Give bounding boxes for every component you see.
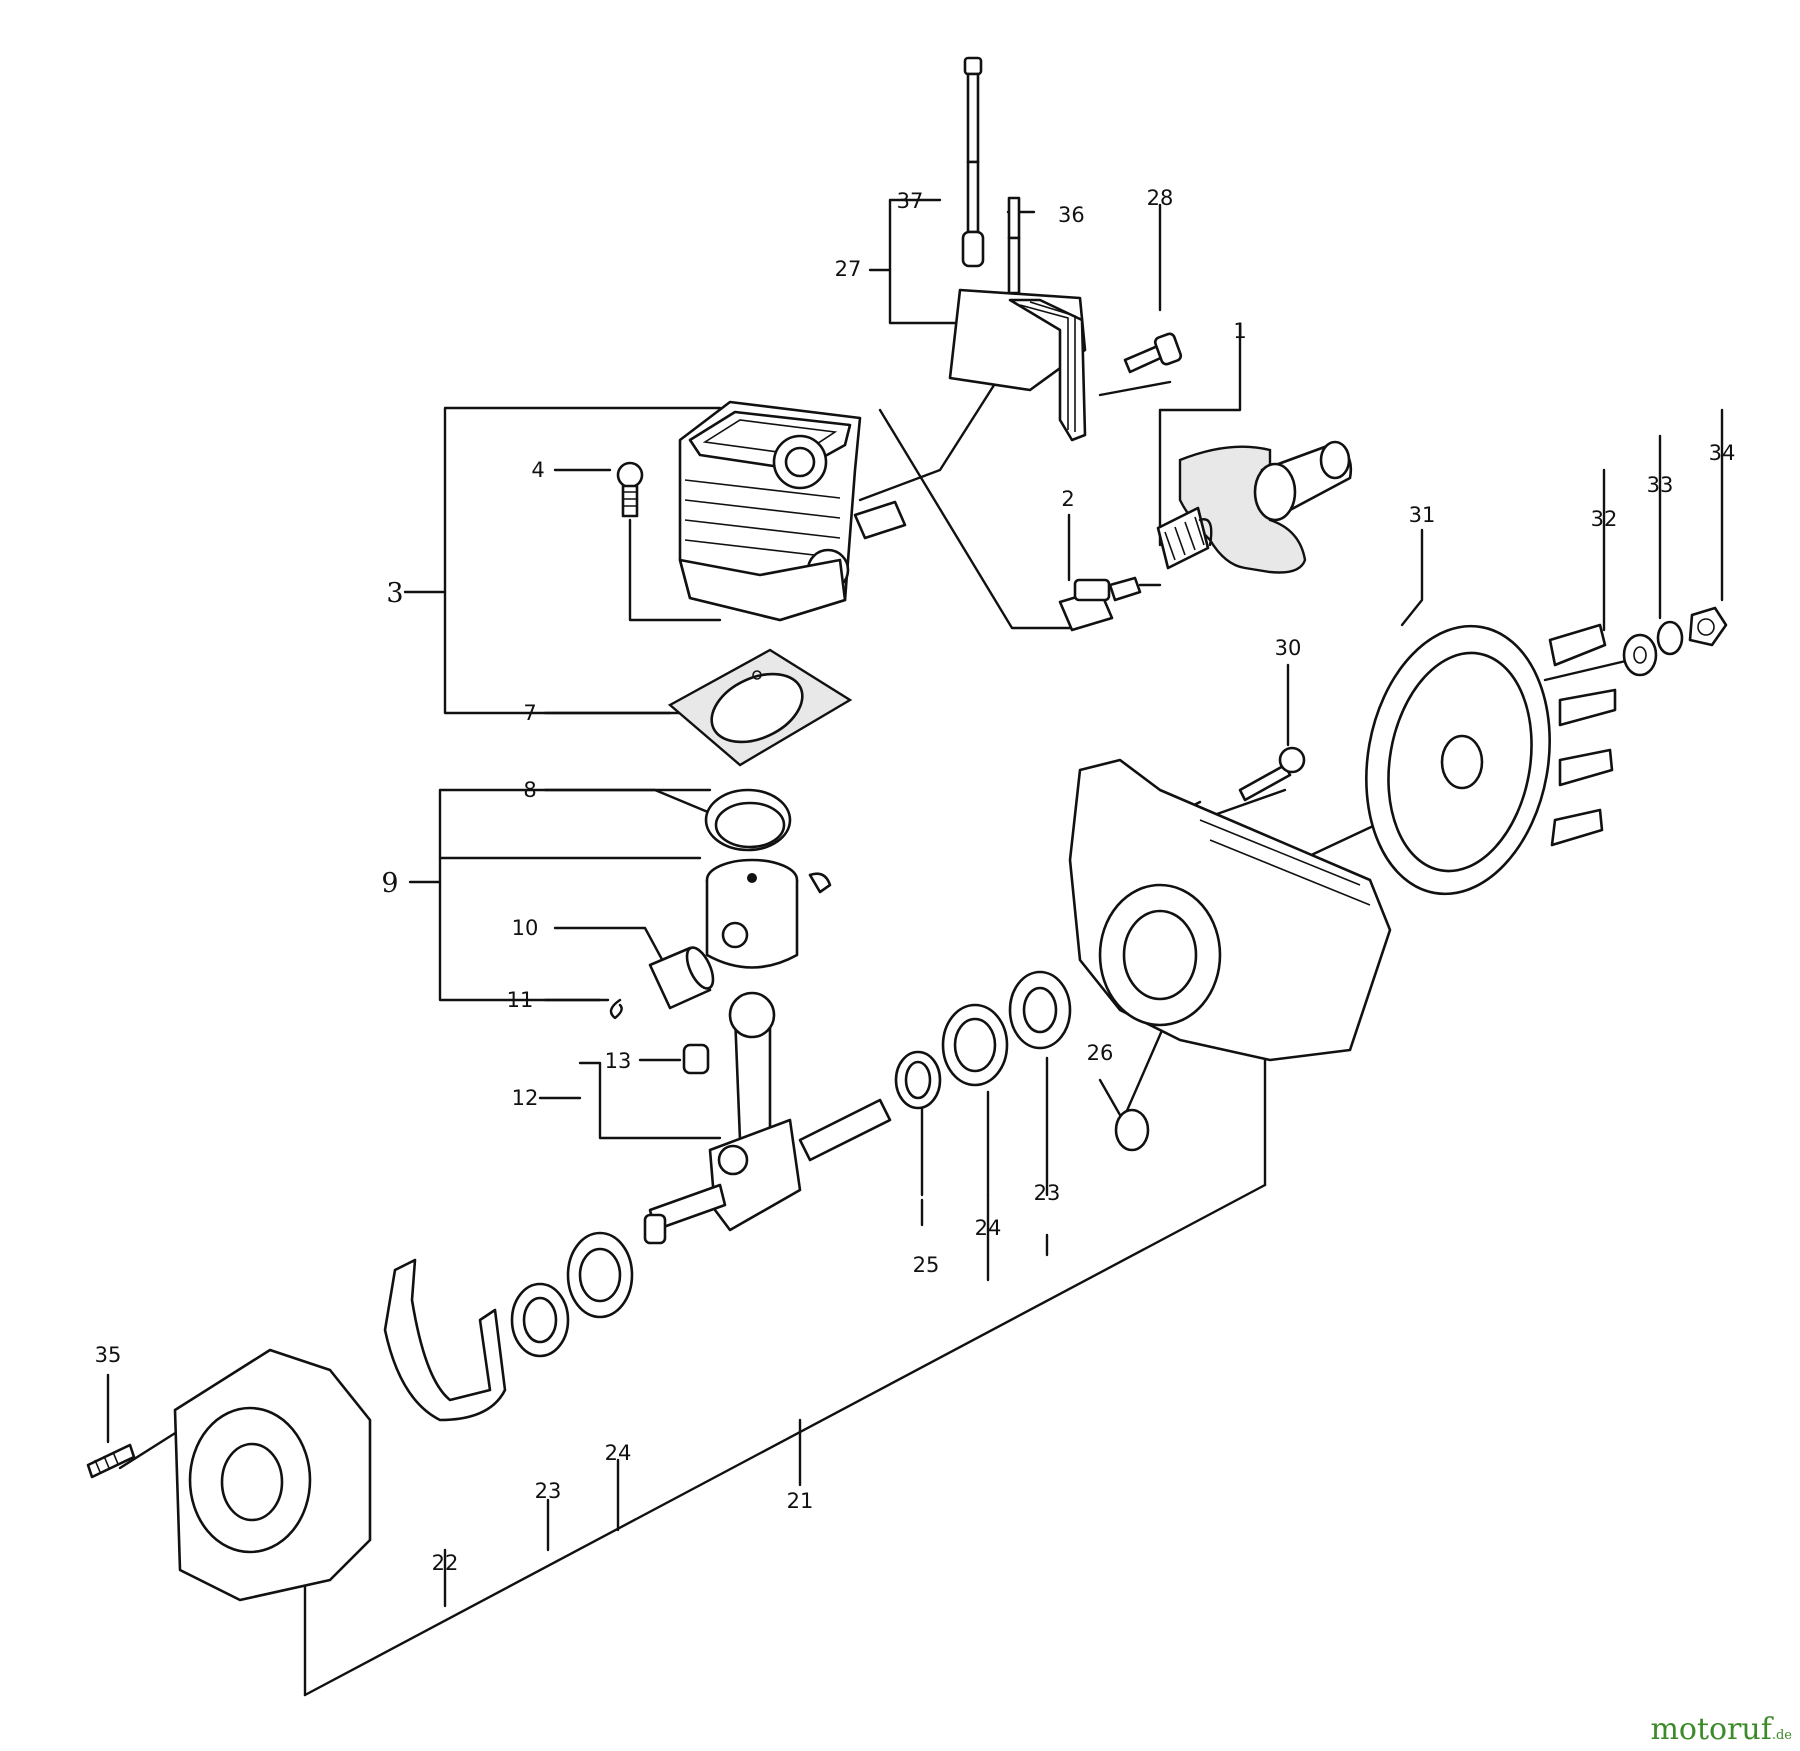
callout-30: 30 — [1275, 636, 1302, 660]
spark-plug-part — [1058, 576, 1162, 632]
callout-25: 25 — [913, 1253, 940, 1277]
callout-23-right: 23 — [1034, 1181, 1061, 1205]
callout-28: 28 — [1147, 186, 1174, 210]
callout-32: 32 — [1591, 507, 1618, 531]
crankcase-right-part — [1068, 758, 1392, 1062]
watermark-logo: motoruf.de — [1650, 1712, 1792, 1747]
callout-37: 37 — [897, 189, 924, 213]
callout-21: 21 — [787, 1489, 814, 1513]
watermark-text: motoruf — [1650, 1712, 1772, 1747]
crankshaft-part — [643, 991, 892, 1245]
callout-1: 1 — [1233, 319, 1246, 343]
screw-part-28 — [1123, 332, 1183, 374]
callout-12: 12 — [512, 1086, 539, 1110]
piston-ring-part — [704, 788, 792, 852]
callout-24-left: 24 — [605, 1441, 632, 1465]
callout-36: 36 — [1058, 203, 1085, 227]
ignition-coil-part — [948, 56, 1087, 442]
callout-31: 31 — [1409, 503, 1436, 527]
fasteners-32-34 — [1622, 606, 1728, 677]
spring-part — [1156, 506, 1213, 570]
screw-part-30 — [1238, 746, 1306, 802]
callout-11: 11 — [507, 988, 534, 1012]
callout-4: 4 — [531, 458, 544, 482]
callout-27: 27 — [835, 257, 862, 281]
callout-22: 22 — [432, 1551, 459, 1575]
watermark-suffix: .de — [1771, 1728, 1792, 1743]
plug-part-26 — [1114, 1108, 1150, 1152]
callout-8: 8 — [523, 778, 536, 802]
piston-pin-part — [648, 946, 715, 1010]
air-cover-part — [1178, 440, 1353, 574]
gasket-part-22 — [383, 1258, 507, 1422]
callout-35: 35 — [95, 1343, 122, 1367]
callout-7: 7 — [523, 701, 536, 725]
callout-13: 13 — [605, 1049, 632, 1073]
stud-part-35 — [86, 1443, 136, 1479]
callout-3: 3 — [386, 578, 403, 609]
gasket-part — [667, 648, 853, 767]
flywheel-part — [1365, 623, 1617, 896]
callout-labels: 37 36 28 27 1 4 2 3 7 8 9 10 11 13 12 30… — [95, 186, 1736, 1575]
screw-part-4 — [616, 461, 644, 518]
leader-lines — [106, 198, 1724, 1697]
bearings-left — [510, 1231, 634, 1358]
callout-34: 34 — [1709, 441, 1736, 465]
callout-2: 2 — [1061, 487, 1074, 511]
bearings-right — [894, 970, 1072, 1110]
cylinder-part — [678, 400, 907, 622]
callout-24-right: 24 — [975, 1216, 1002, 1240]
needle-bearing-part — [682, 1043, 710, 1075]
crankcase-left-part — [173, 1348, 372, 1602]
callout-10: 10 — [512, 916, 539, 940]
clip-part — [609, 998, 623, 1020]
piston-part — [705, 858, 832, 969]
callout-9: 9 — [381, 868, 398, 899]
callout-23-left: 23 — [535, 1479, 562, 1503]
callout-33: 33 — [1647, 473, 1674, 497]
callout-26: 26 — [1087, 1041, 1114, 1065]
